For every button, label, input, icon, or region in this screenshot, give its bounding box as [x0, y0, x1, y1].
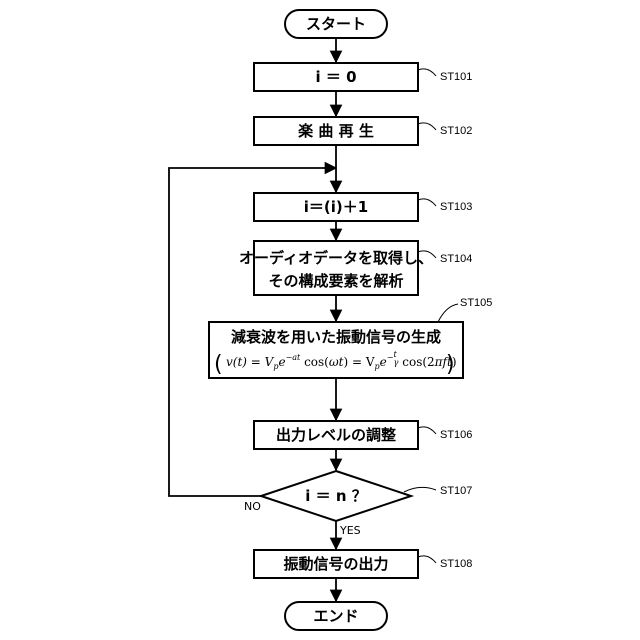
step-st108-text: 振動信号の出力	[283, 555, 388, 573]
step-st105-line1: 減衰波を用いた振動信号の生成	[231, 328, 441, 346]
step-st104: オーディオデータを取得し、 その構成要素を解析 ST104	[239, 241, 472, 295]
branch-yes-label: YES	[339, 524, 361, 537]
step-st105: 減衰波を用いた振動信号の生成 ( ) v(t) = Vpe−at cos(ωt)…	[209, 297, 492, 378]
step-st108-id: ST108	[440, 558, 472, 570]
step-st104-id: ST104	[440, 253, 472, 265]
step-st101: i ＝ 0 ST101	[254, 63, 472, 91]
decision-st107-text: i ＝ n ？	[305, 487, 367, 505]
step-st108: 振動信号の出力 ST108	[254, 550, 472, 578]
branch-no-label: NO	[244, 500, 261, 513]
step-st101-id: ST101	[440, 71, 472, 83]
decision-st107-id: ST107	[440, 485, 472, 497]
step-st102-text: 楽 曲 再 生	[298, 122, 374, 140]
start-terminal: スタート	[285, 10, 387, 38]
start-label: スタート	[306, 15, 366, 33]
step-st103-text: i＝(i)＋1	[304, 198, 368, 216]
step-st104-line2: その構成要素を解析	[268, 272, 403, 290]
end-terminal: エンド	[285, 602, 387, 630]
end-label: エンド	[313, 607, 358, 625]
step-st103-id: ST103	[440, 201, 472, 213]
step-st106: 出力レベルの調整 ST106	[254, 421, 472, 449]
step-st102-id: ST102	[440, 125, 472, 137]
decision-st107: i ＝ n ？ ST107 NO YES	[244, 471, 472, 537]
step-st105-id: ST105	[460, 297, 492, 309]
step-st106-id: ST106	[440, 429, 472, 441]
step-st101-text: i ＝ 0	[315, 68, 356, 86]
step-st106-text: 出力レベルの調整	[276, 426, 396, 444]
formula-open-paren: (	[214, 352, 223, 377]
step-st103: i＝(i)＋1 ST103	[254, 193, 472, 221]
step-st104-line1: オーディオデータを取得し、	[239, 249, 433, 267]
step-st102: 楽 曲 再 生 ST102	[254, 117, 472, 145]
